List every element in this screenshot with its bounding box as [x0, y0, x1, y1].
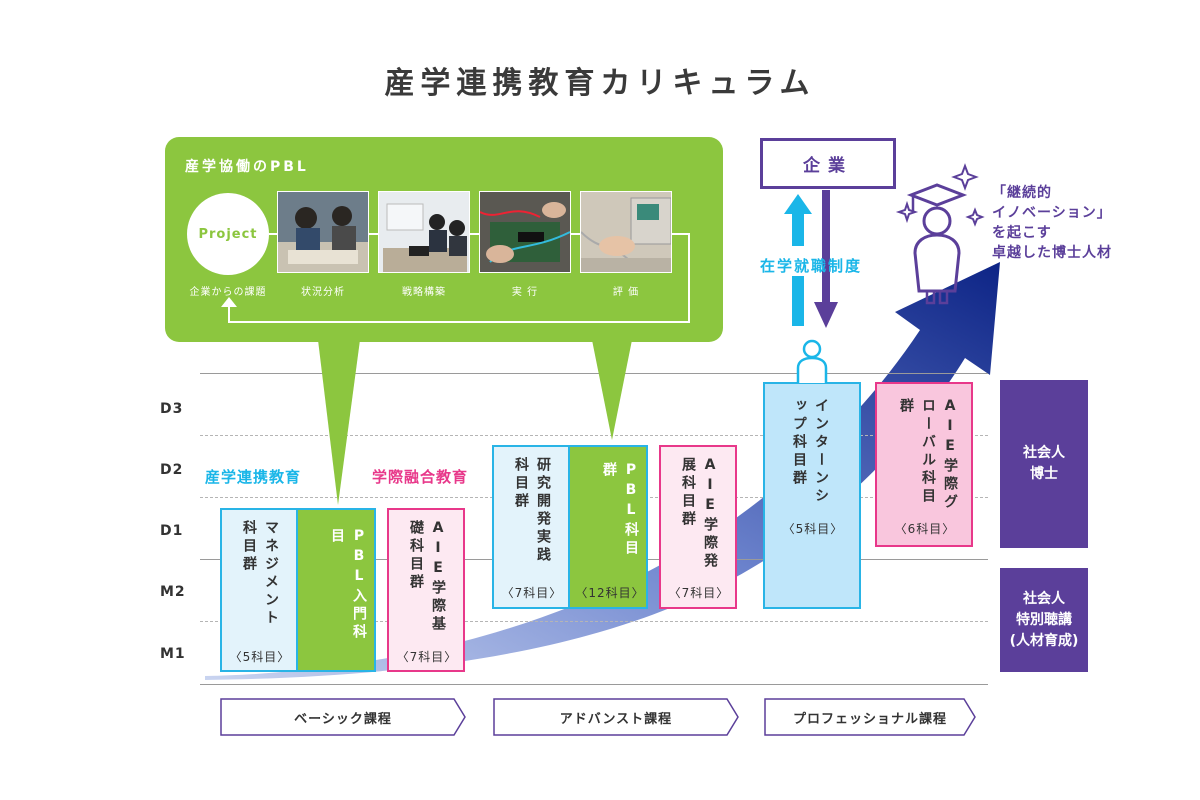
side-box-special-line: 特別聴講 — [1015, 611, 1072, 628]
box-pbl-course-text: PBL科目群 — [601, 462, 639, 558]
level-d3: D3 — [160, 401, 184, 417]
box-aie-basic — [387, 508, 465, 672]
photo-strategy — [378, 191, 470, 273]
exchange-arrows — [784, 190, 838, 328]
side-box-special: 社会人 特別聴講 (人材育成) — [1000, 568, 1088, 672]
course-advanced-label: アドバンスト課程 — [559, 712, 673, 727]
box-pbl-intro-text: PBL入門科目 — [329, 528, 367, 642]
side-box-doctor: 社会人 博士 — [1000, 380, 1088, 548]
box-internship — [763, 382, 861, 609]
innovation-line: 卓越した博士人材 — [992, 245, 1112, 261]
box-internship-text: インターンシップ科目群 — [791, 398, 829, 506]
project-circle: Project — [187, 193, 269, 275]
box-research-count: 〈7科目〉 — [501, 586, 563, 600]
grid-line — [200, 373, 988, 374]
step-label: 戦略構築 — [402, 287, 446, 298]
box-aie-advanced — [659, 445, 737, 609]
course-professional-label: プロフェッショナル課程 — [792, 712, 947, 727]
box-aie-basic-count: 〈7科目〉 — [396, 650, 458, 664]
step-label: 企業からの課題 — [189, 287, 267, 298]
step-label: 状況分析 — [301, 287, 345, 298]
side-box-doctor-line: 社会人 — [1023, 445, 1065, 461]
box-pbl-course — [570, 445, 648, 609]
student-icon — [796, 339, 828, 383]
photo-execute — [479, 191, 571, 273]
course-professional: プロフェッショナル課程 — [764, 698, 976, 736]
page-title: 産学連携教育カリキュラム — [384, 66, 816, 101]
category-industry: 産学連携教育 — [205, 468, 302, 486]
sparkle-icon — [895, 163, 985, 227]
box-aie-global-count: 〈6科目〉 — [894, 522, 956, 536]
grid-line — [200, 684, 988, 685]
innovation-line: イノベーション」 — [992, 205, 1112, 221]
course-advanced: アドバンスト課程 — [493, 698, 739, 736]
loop-line — [228, 305, 230, 323]
photo-evaluate — [580, 191, 672, 273]
level-d1: D1 — [160, 523, 184, 539]
box-pbl-intro — [298, 508, 376, 672]
internship-system-label: 在学就職制度 — [760, 257, 863, 275]
box-internship-count: 〈5科目〉 — [782, 522, 844, 536]
box-research — [492, 445, 570, 609]
grid-line — [200, 435, 988, 436]
side-box-doctor-line: 博士 — [1030, 466, 1058, 482]
graduate-icon — [906, 183, 968, 305]
grid-line — [200, 621, 988, 622]
side-box-special-line: 社会人 — [1022, 590, 1065, 607]
loop-arrow-icon — [221, 297, 237, 307]
box-management-count: 〈5科目〉 — [229, 650, 291, 664]
box-management-text: マネジメント科目群 — [241, 520, 279, 628]
step-label: 評 価 — [612, 287, 640, 298]
photo-analysis — [277, 191, 369, 273]
level-d2: D2 — [160, 462, 184, 478]
level-m1: M1 — [160, 646, 186, 662]
course-basic-label: ベーシック課程 — [294, 712, 392, 727]
pbl-title: 産学協働のPBL — [185, 159, 309, 175]
box-aie-global — [875, 382, 973, 547]
level-m2: M2 — [160, 584, 186, 600]
loop-line — [228, 321, 690, 323]
step-label: 実 行 — [511, 287, 539, 298]
side-box-special-line: (人材育成) — [1009, 632, 1079, 649]
box-aie-advanced-text: AIE学際発展科目群 — [680, 457, 718, 571]
innovation-line: 「継続的 — [992, 185, 1052, 201]
company-box: 企業 — [760, 138, 896, 189]
loop-line — [688, 233, 690, 323]
box-pbl-course-count: 〈12科目〉 — [575, 586, 645, 600]
box-research-text: 研究開発実践科目群 — [513, 457, 551, 565]
innovation-line: を起こす — [992, 225, 1052, 241]
box-management — [220, 508, 298, 672]
innovation-text: 「継続的 イノベーション」 を起こす 卓越した博士人材 — [992, 183, 1112, 263]
box-aie-advanced-count: 〈7科目〉 — [668, 586, 730, 600]
course-basic: ベーシック課程 — [220, 698, 466, 736]
box-aie-global-text: AIE学際グローバル科目群 — [898, 398, 958, 512]
box-aie-basic-text: AIE学際基礎科目群 — [408, 520, 446, 634]
category-interdisciplinary: 学際融合教育 — [372, 468, 469, 486]
